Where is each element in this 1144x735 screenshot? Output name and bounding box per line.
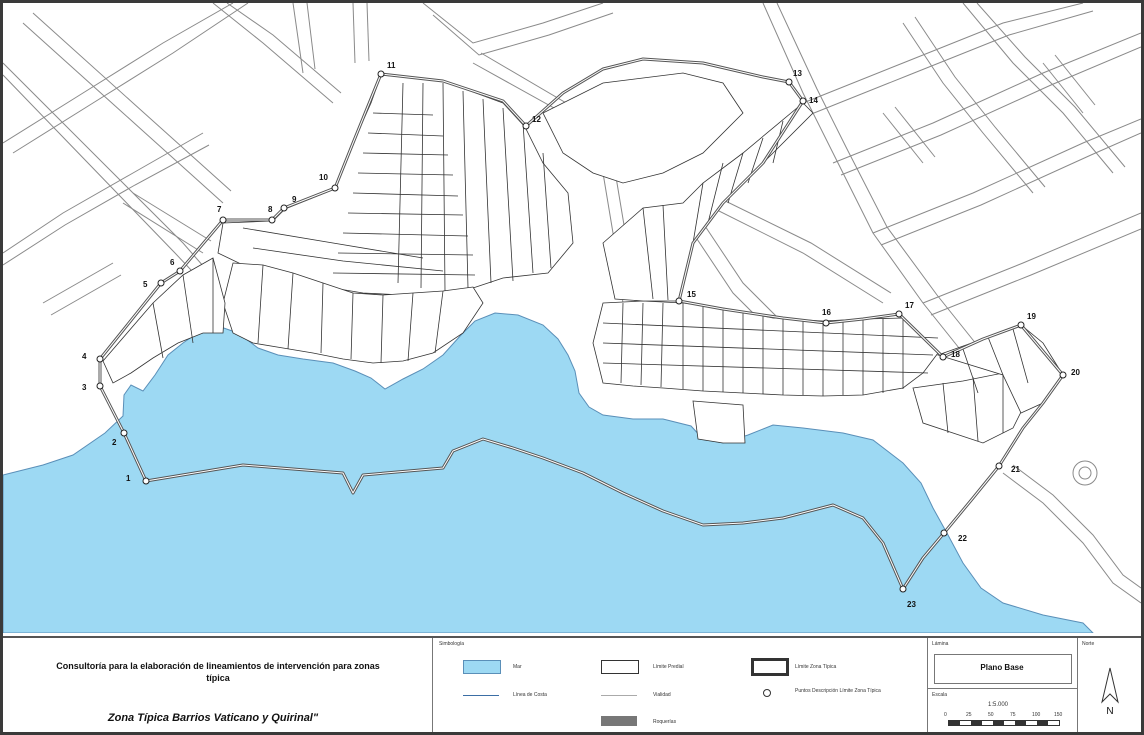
legend-sea-label: Mar	[513, 664, 522, 670]
scale-tick-label: 150	[1054, 712, 1063, 718]
boundary-point-marker	[522, 122, 530, 130]
scale-tick-label: 25	[966, 712, 972, 718]
legend-predial-label: Límite Predial	[653, 664, 684, 670]
legend-predial-swatch	[601, 660, 639, 674]
sea-area	[3, 312, 1094, 633]
boundary-point-label: 21	[1011, 465, 1020, 474]
lamina-box	[934, 654, 1072, 684]
boundary-point-marker	[157, 279, 165, 287]
boundary-point-label: 4	[82, 352, 87, 361]
boundary-point-marker	[895, 310, 903, 318]
boundary-point-label: 13	[793, 69, 802, 78]
boundary-point-marker	[1017, 321, 1025, 329]
legend-road-swatch	[601, 695, 637, 696]
scale-tick-label: 0	[944, 712, 947, 718]
norte-label: Norte	[1082, 641, 1095, 647]
north-letter: N	[1106, 706, 1114, 717]
scale-tick-label: 75	[1010, 712, 1016, 718]
legend-coast-swatch	[463, 695, 499, 696]
north-arrow-icon	[1101, 667, 1119, 704]
boundary-point-label: 18	[951, 350, 960, 359]
boundary-point-marker	[799, 97, 807, 105]
title-block: Consultoría para la elaboración de linea…	[3, 636, 1141, 732]
boundary-point-label: 23	[907, 600, 916, 609]
scale-tick-labels: 0 25 50 75 100 150	[944, 712, 1062, 719]
boundary-point-label: 2	[112, 438, 117, 447]
boundary-point-label: 14	[809, 96, 818, 105]
boundary-point-marker	[96, 355, 104, 363]
boundary-point-label: 9	[292, 195, 297, 204]
parcels-west	[102, 74, 574, 384]
project-cell: Consultoría para la elaboración de linea…	[3, 638, 433, 732]
legend-point-swatch	[763, 689, 771, 697]
boundary-point-marker	[940, 529, 948, 537]
boundary-point-label: 16	[822, 308, 831, 317]
boundary-point-marker	[280, 204, 288, 212]
boundary-point-label: 12	[532, 115, 541, 124]
legend-header: Simbología	[439, 641, 465, 647]
escala-label: Escala	[932, 692, 948, 698]
boundary-point-label: 6	[170, 258, 175, 267]
boundary-point-marker	[268, 216, 276, 224]
lamina-label: Lámina	[932, 641, 949, 647]
boundary-point-label: 7	[217, 205, 222, 214]
boundary-point-marker	[995, 462, 1003, 470]
legend-point-label: Puntos Descripción Límite Zona Típica	[795, 688, 881, 694]
boundary-point-label: 1	[126, 474, 131, 483]
boundary-point-marker	[785, 78, 793, 86]
boundary-point-marker	[219, 216, 227, 224]
cul-de-sac	[1072, 460, 1098, 486]
boundary-point-marker	[822, 319, 830, 327]
boundary-point-marker	[1059, 371, 1067, 379]
boundary-point-label: 22	[958, 534, 967, 543]
boundary-point-marker	[377, 70, 385, 78]
legend-rock-swatch	[601, 716, 637, 726]
legend-zone-label: Límite Zona Típica	[795, 664, 837, 670]
scale-tick-label: 50	[988, 712, 994, 718]
north-cell: Norte N	[1078, 638, 1141, 732]
boundary-point-label: 5	[143, 280, 148, 289]
legend-rock-label: Roquerías	[653, 719, 677, 725]
boundary-point-label: 3	[82, 383, 87, 392]
legend-sea-swatch	[463, 660, 501, 674]
boundary-point-label: 19	[1027, 312, 1036, 321]
boundary-point-label: 17	[905, 301, 914, 310]
consultancy-text: Consultoría para la elaboración de linea…	[56, 661, 380, 683]
sheet-cell: Lámina Plano Base Escala 1:5.000 0 25 50 75…	[928, 638, 1078, 732]
boundary-point-marker	[331, 184, 339, 192]
boundary-point-label: 11	[387, 61, 396, 70]
escala-value: 1:5.000	[988, 702, 1009, 708]
boundary-point-marker	[899, 585, 907, 593]
boundary-point-label: 20	[1071, 368, 1080, 377]
legend-zone-swatch	[751, 658, 789, 676]
parcels-central	[542, 72, 1064, 444]
boundary-point-marker	[120, 429, 128, 437]
boundary-point-marker	[142, 477, 150, 485]
boundary-point-marker	[176, 267, 184, 275]
boundary-point-marker	[939, 353, 947, 361]
boundary-point-label: 10	[319, 173, 328, 182]
scale-tick-label: 100	[1032, 712, 1041, 718]
lamina-value: Plano Base	[980, 663, 1024, 672]
road-network	[3, 3, 1141, 604]
scale-bar	[948, 720, 1060, 726]
boundary-point-label: 8	[268, 205, 273, 214]
legend-road-label: Vialidad	[653, 692, 671, 698]
legend-coast-label: Línea de Costa	[513, 692, 547, 698]
zone-title: Zona Típica Barrios Vaticano y Quirinal"	[107, 712, 319, 724]
legend-cell: Simbología Mar Línea de Costa Límite Pre…	[433, 638, 928, 732]
boundary-point-marker	[675, 297, 683, 305]
boundary-point-marker	[96, 382, 104, 390]
boundary-point-label: 15	[687, 290, 696, 299]
